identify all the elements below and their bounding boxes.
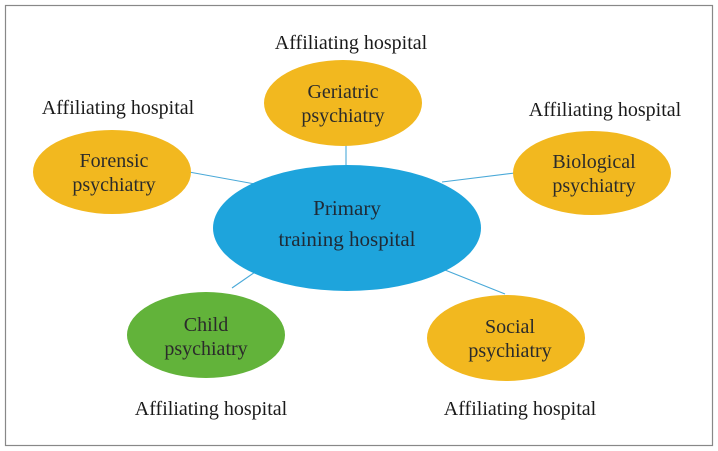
node-child-caption: Affiliating hospital — [135, 398, 288, 420]
node-biological-caption: Affiliating hospital — [529, 99, 682, 121]
node-forensic-label-line2: psychiatry — [72, 174, 155, 196]
node-biological-ellipse — [513, 131, 671, 215]
diagram-frame — [4, 4, 714, 447]
node-child-ellipse — [127, 292, 285, 378]
node-child-label-line2: psychiatry — [164, 338, 247, 360]
node-social-caption: Affiliating hospital — [444, 398, 597, 420]
node-social-ellipse — [427, 295, 585, 381]
node-geriatric-caption: Affiliating hospital — [275, 32, 428, 54]
node-social-label-line2: psychiatry — [468, 340, 551, 362]
node-geriatric-ellipse — [264, 60, 422, 146]
center-label-line2: training hospital — [278, 227, 415, 251]
center-ellipse — [213, 165, 481, 291]
node-forensic-caption: Affiliating hospital — [42, 97, 195, 119]
node-forensic-ellipse — [33, 130, 191, 214]
node-forensic: Forensic psychiatry Affiliating hospital — [33, 97, 195, 214]
node-child: Child psychiatry Affiliating hospital — [127, 292, 288, 420]
center-label-line1: Primary — [313, 196, 381, 220]
node-biological-label-line2: psychiatry — [552, 175, 635, 197]
node-geriatric-label-line2: psychiatry — [301, 105, 384, 127]
connector-forensic — [188, 171, 256, 185]
connector-biological — [441, 172, 516, 183]
node-child-label-line1: Child — [184, 314, 228, 336]
node-social-label-line1: Social — [485, 316, 535, 338]
node-forensic-label-line1: Forensic — [80, 150, 149, 172]
node-geriatric: Geriatric psychiatry Affiliating hospita… — [264, 32, 428, 146]
node-biological-label-line1: Biological — [552, 151, 636, 173]
center-node: Primary training hospital — [213, 165, 481, 291]
node-geriatric-label-line1: Geriatric — [307, 81, 378, 103]
node-biological: Biological psychiatry Affiliating hospit… — [513, 99, 682, 215]
node-social: Social psychiatry Affiliating hospital — [427, 295, 597, 420]
connector-social — [439, 267, 506, 295]
